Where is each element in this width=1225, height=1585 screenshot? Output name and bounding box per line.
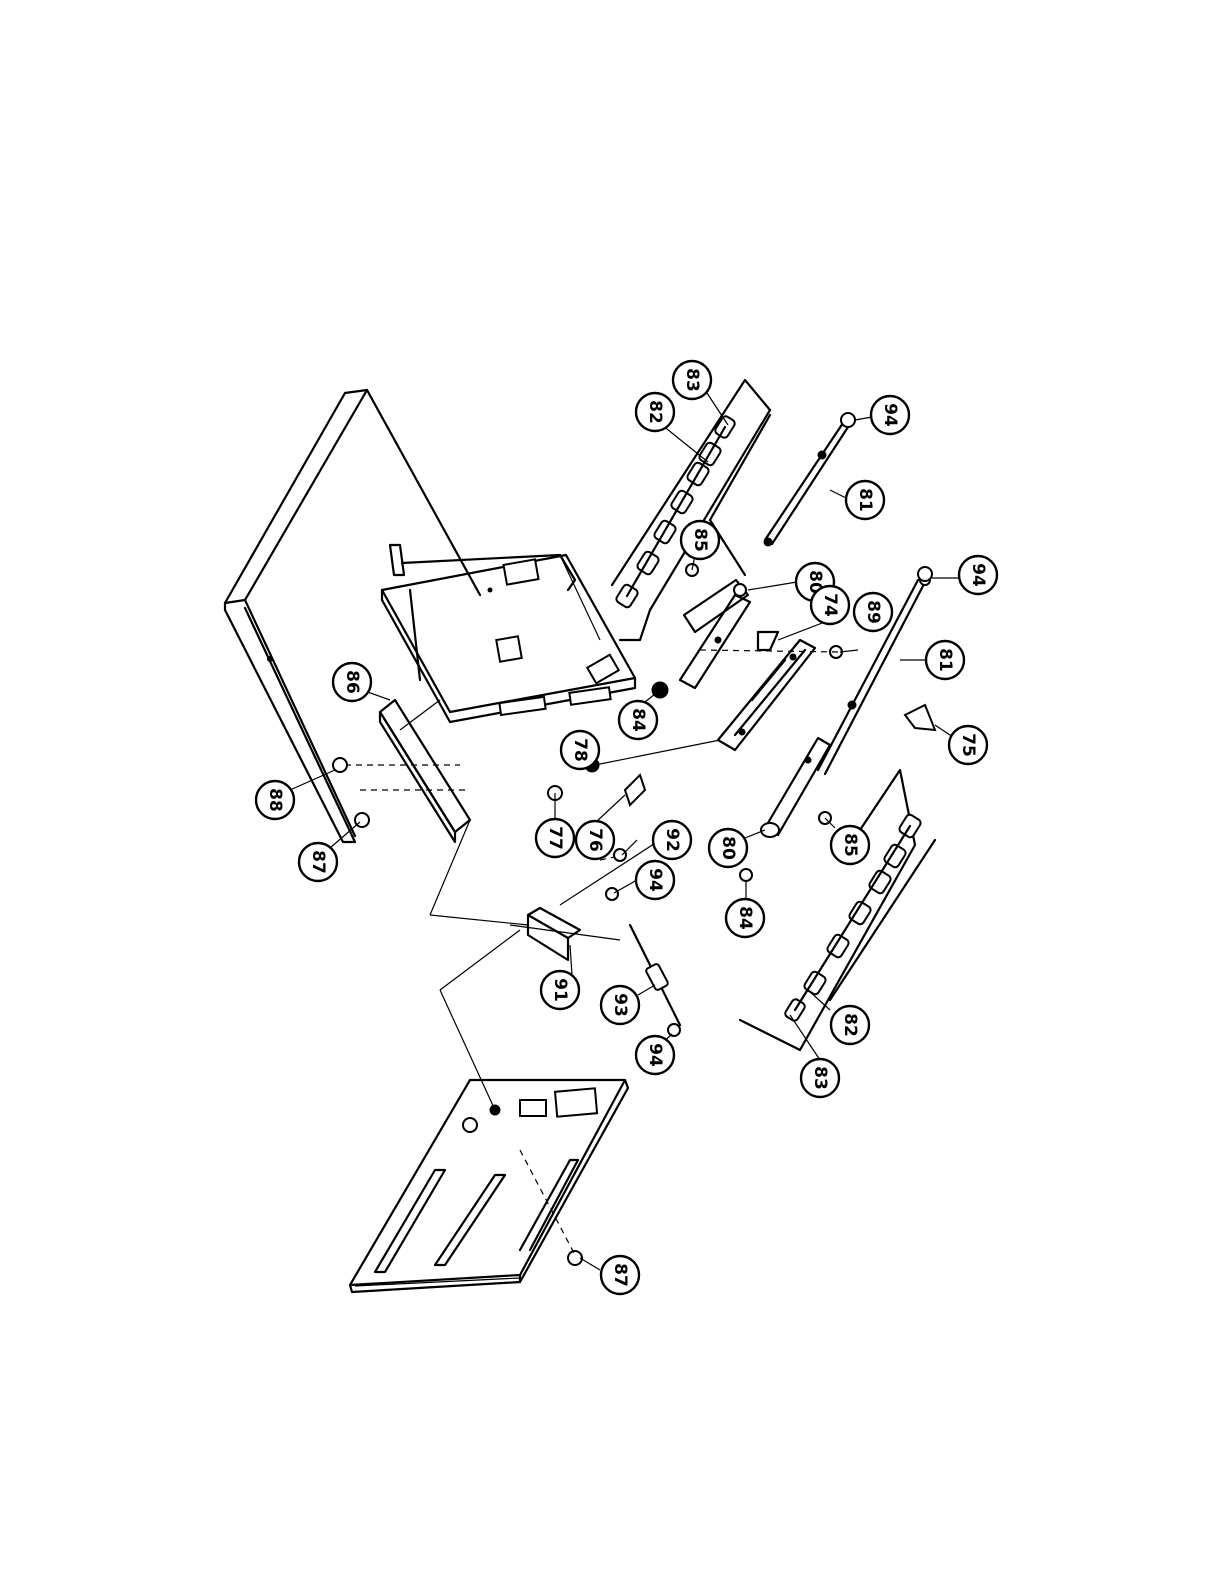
callout-82-lower: 82 (831, 1006, 869, 1044)
callout-81-lower: 81 (926, 641, 964, 679)
svg-text:83: 83 (810, 1066, 830, 1090)
svg-text:85: 85 (690, 528, 710, 552)
svg-text:82: 82 (840, 1013, 860, 1037)
svg-text:94: 94 (645, 1043, 665, 1067)
callout-94-upper: 94 (871, 396, 909, 434)
svg-text:77: 77 (545, 826, 565, 850)
svg-text:84: 84 (735, 906, 755, 930)
svg-text:94: 94 (968, 563, 988, 587)
svg-text:87: 87 (308, 850, 328, 874)
callout-92: 92 (653, 821, 691, 859)
callout-86: 86 (333, 663, 371, 701)
callout-85-upper: 85 (681, 521, 719, 559)
slide-plate (718, 632, 815, 750)
callout-93: 93 (601, 986, 639, 1024)
callout-85-lower: 85 (831, 826, 869, 864)
svg-text:86: 86 (342, 670, 362, 694)
callout-91: 91 (541, 971, 579, 1009)
svg-text:94: 94 (880, 403, 900, 427)
chassis-frame (382, 545, 635, 722)
callout-88: 88 (256, 781, 294, 819)
callout-77: 77 (536, 819, 574, 857)
svg-text:87: 87 (610, 1263, 630, 1287)
bottom-panel (350, 1080, 628, 1292)
svg-text:94: 94 (645, 868, 665, 892)
svg-text:89: 89 (863, 600, 883, 624)
svg-text:75: 75 (958, 733, 978, 757)
callout-74: 74 (811, 586, 849, 624)
svg-text:93: 93 (610, 993, 630, 1017)
upper-shaft (764, 415, 853, 546)
svg-text:82: 82 (645, 400, 665, 424)
svg-text:76: 76 (585, 828, 605, 852)
callout-94-right: 94 (959, 556, 997, 594)
svg-text:80: 80 (718, 836, 738, 860)
callout-83-upper: 83 (673, 361, 711, 399)
callout-78: 78 (561, 731, 599, 769)
callout-87-lower: 87 (601, 1256, 639, 1294)
svg-text:83: 83 (682, 368, 702, 392)
callout-84-upper: 84 (619, 701, 657, 739)
svg-text:81: 81 (855, 488, 875, 512)
svg-text:81: 81 (935, 648, 955, 672)
callout-84-lower: 84 (726, 899, 764, 937)
callout-80-lower: 80 (709, 829, 747, 867)
callout-89: 89 (854, 593, 892, 631)
callout-94-lower: 94 (636, 1036, 674, 1074)
callout-76: 76 (576, 821, 614, 859)
svg-text:88: 88 (265, 788, 285, 812)
callout-94-mid: 94 (636, 861, 674, 899)
svg-text:85: 85 (840, 833, 860, 857)
lower-roller-bracket (740, 770, 935, 1050)
callout-87-upper: 87 (299, 843, 337, 881)
svg-text:91: 91 (550, 978, 570, 1002)
upper-slide-bracket (680, 580, 750, 688)
svg-text:92: 92 (662, 828, 682, 852)
svg-text:78: 78 (570, 738, 590, 762)
callout-75: 75 (949, 726, 987, 764)
callout-81-upper: 81 (846, 481, 884, 519)
leader-lines (290, 390, 965, 1270)
svg-text:74: 74 (820, 593, 840, 617)
callout-82-upper: 82 (636, 393, 674, 431)
upper-roller-row (615, 415, 736, 609)
svg-text:84: 84 (628, 708, 648, 732)
callout-83-lower: 83 (801, 1059, 839, 1097)
